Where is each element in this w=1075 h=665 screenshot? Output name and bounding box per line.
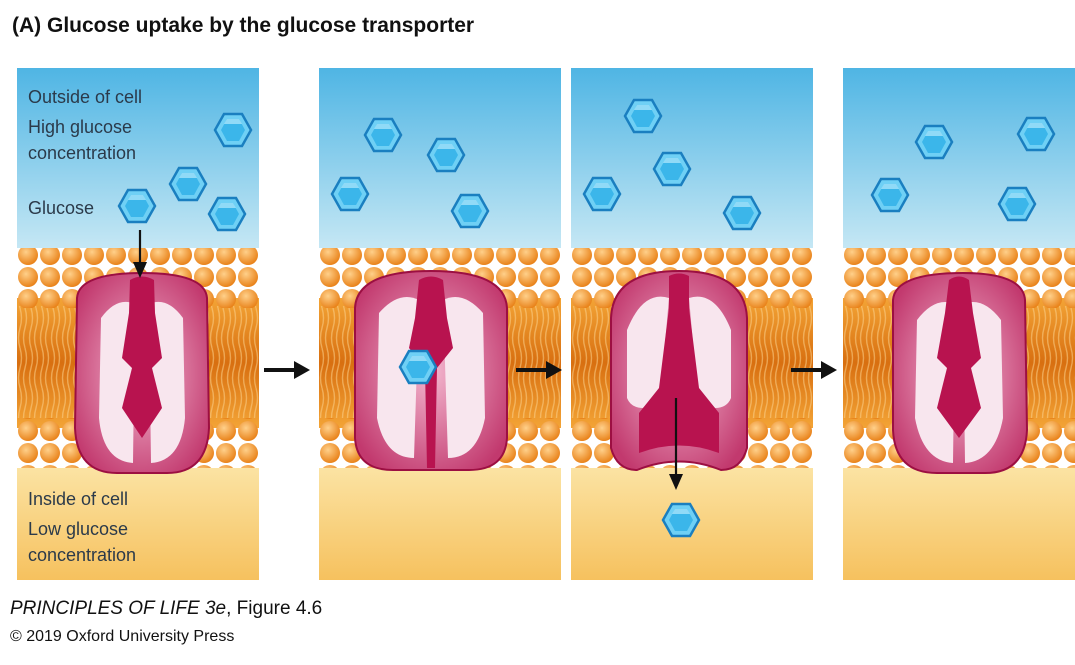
transporter-protein-icon: [73, 271, 211, 474]
glucose-hexagon-icon: [330, 176, 370, 212]
glucose-hexagon-icon: [623, 98, 663, 134]
glucose-hexagon-icon: [661, 502, 701, 538]
down-arrow-icon: [133, 230, 147, 278]
down-arrow-icon: [669, 398, 683, 490]
label-glucose: Glucose: [28, 198, 95, 218]
label-high-concentration: concentration: [28, 143, 137, 163]
glucose-hexagon-icon: [363, 117, 403, 153]
glucose-hexagon-icon: [213, 112, 253, 148]
label-inside-of-cell: Inside of cell: [28, 489, 129, 509]
glucose-hexagon-icon: [207, 196, 247, 232]
glucose-hexagon-icon: [582, 176, 622, 212]
glucose-hexagon-icon: [722, 195, 762, 231]
transporter-protein-icon: [892, 271, 1029, 474]
label-outside-of-cell: Outside of cell: [28, 87, 143, 107]
glucose-hexagon-icon: [426, 137, 466, 173]
label-high-glucose: High glucose: [28, 117, 133, 137]
panel-step-4: [843, 68, 1075, 580]
glucose-hexagon-icon: [997, 186, 1037, 222]
transporter-protein-icon: [610, 269, 748, 472]
glucose-hexagon-icon: [870, 177, 910, 213]
glucose-hexagon-icon: [914, 124, 954, 160]
glucose-hexagon-icon: [652, 151, 692, 187]
label-low-concentration: concentration: [28, 545, 137, 565]
step-arrow-icon: [791, 361, 837, 379]
figure-title: (A) Glucose uptake by the glucose transp…: [12, 14, 475, 37]
book-title: PRINCIPLES OF LIFE 3e: [10, 598, 227, 619]
label-low-glucose: Low glucose: [28, 519, 129, 539]
figure-credit: PRINCIPLES OF LIFE 3e, Figure 4.6: [10, 598, 322, 620]
glucose-hexagon-icon: [1016, 116, 1056, 152]
glucose-hexagon-icon: [450, 193, 490, 229]
panel-step-1: Outside of cell High glucose concentrati…: [17, 68, 259, 580]
glucose-hexagon-icon: [168, 166, 208, 202]
glucose-hexagon-icon: [117, 188, 157, 224]
step-arrow-icon: [264, 361, 310, 379]
panel-step-3: [571, 68, 813, 580]
figure-number: , Figure 4.6: [226, 598, 323, 619]
copyright: © 2019 Oxford University Press: [10, 628, 235, 645]
step-arrow-icon: [516, 361, 562, 379]
glucose-hexagon-icon: [398, 349, 438, 385]
panel-step-2: [319, 68, 561, 580]
